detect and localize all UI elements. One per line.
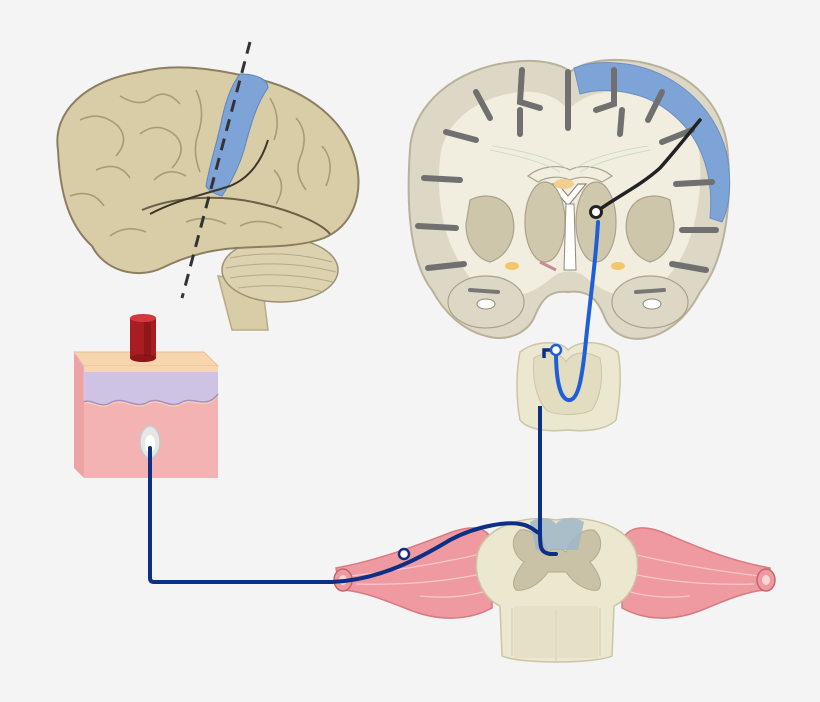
hippocampus-left (476, 298, 496, 310)
basal-ganglia-left (465, 195, 515, 263)
cerebrum (56, 66, 360, 275)
right-nerve-bundle (621, 527, 771, 619)
first-order-neuron (148, 418, 542, 584)
nucleus-cell-body (549, 343, 563, 357)
cerebellum-folia (225, 253, 337, 293)
second-order-neuron (554, 220, 600, 403)
lateral-brain (56, 41, 360, 331)
spinal-cord-section (333, 517, 776, 663)
basal-ganglia-right (625, 195, 675, 263)
third-order-neuron (594, 118, 702, 214)
left-nerve-bundle (335, 527, 493, 619)
postcentral-gyrus-highlight (205, 73, 269, 197)
hippocampus-right (642, 298, 662, 310)
skin-block (73, 351, 220, 478)
lateral-sulcus (149, 139, 269, 215)
coronal-brain-section (407, 58, 731, 340)
ventral-funiculus (514, 606, 598, 658)
thalamic-cell-body (589, 205, 603, 219)
somatosensory-cortex-highlight (573, 62, 731, 223)
third-ventricle (563, 203, 577, 271)
dorsal-horn-highlight (530, 518, 584, 550)
structure-spot-right (611, 262, 625, 270)
dorsal-root-ganglion (397, 547, 411, 561)
thalamus-left (524, 181, 566, 263)
medulla-section (516, 342, 621, 432)
corpus-callosum (526, 166, 614, 183)
structure-spot-left (505, 262, 519, 270)
fiber-lines (489, 145, 651, 173)
skin-side-face (74, 352, 84, 478)
stimulus-cylinder-icon (130, 314, 156, 362)
gyri-lines (69, 89, 331, 237)
skin-purple-layer (84, 372, 218, 405)
mammillary-mark (539, 260, 557, 272)
coronal-section-cut-line (180, 41, 252, 299)
coronal-sulci (415, 67, 719, 273)
fornix-spot (554, 179, 574, 189)
